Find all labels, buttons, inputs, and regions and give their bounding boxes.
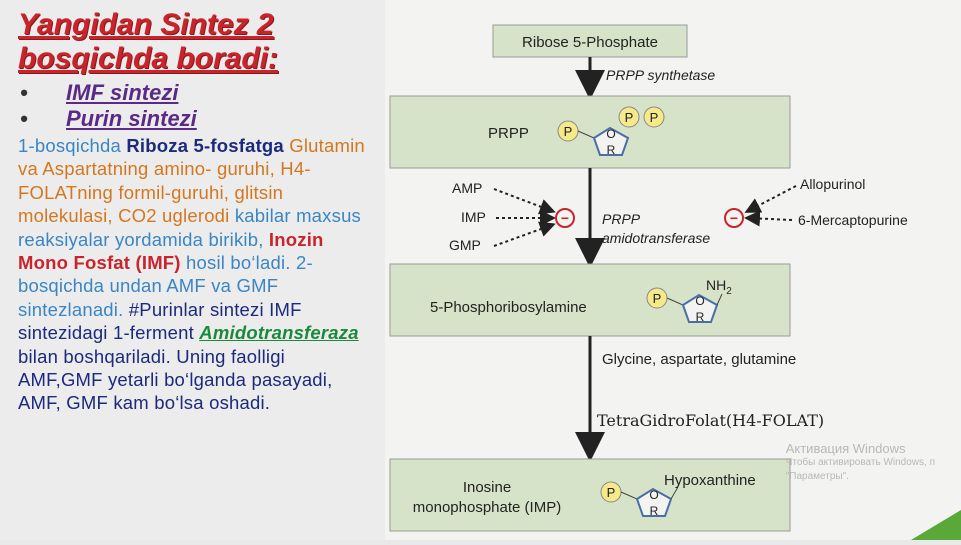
phosphate-label: P — [564, 124, 573, 139]
bullet-list: • IMF sintezi • Purin sintezi — [20, 80, 197, 132]
phosphate-label: P — [625, 110, 634, 125]
inhibit-arrow-mercaptopurine — [744, 210, 793, 227]
inhibit-minus-icon — [555, 208, 575, 228]
ribose-label: Ribose 5-Phosphate — [522, 34, 658, 51]
inhibit-minus-label: − — [561, 210, 569, 226]
bullet-imf: • IMF sintezi — [20, 80, 197, 106]
body-paragraph: 1-bosqichda Riboza 5-fosfatga Glutamin v… — [18, 134, 373, 415]
ring-r-label: R — [607, 143, 616, 157]
bullet-label: Purin sintezi — [66, 106, 197, 131]
bullet-dot: • — [20, 106, 28, 131]
decor-corner-bottom — [911, 510, 961, 540]
amine-bond — [716, 293, 723, 306]
ring-o-label: O — [606, 127, 615, 141]
substrates-label: Glycine, aspartate, glutamine — [602, 351, 796, 368]
pathway-diagram: Ribose 5-Phosphate PRPP synthetase PRPP … — [385, 0, 961, 540]
bullet-purin: • Purin sintezi — [20, 106, 197, 132]
body-text-9: bilan boshqariladi. Uning faolligi AMF,G… — [18, 345, 333, 414]
ribose-ring — [635, 487, 673, 517]
body-text-8: Amidotransferaza — [199, 322, 359, 344]
body-text-1: 1-bosqichda — [18, 135, 127, 156]
watermark-line-1: Активация Windows — [785, 441, 906, 456]
watermark-line-3: "Параметры". — [785, 471, 849, 482]
ring-r-label: R — [696, 310, 705, 324]
nh2-main: NH — [706, 277, 726, 293]
phosphate-label: P — [653, 291, 662, 306]
nh2-subscript: 2 — [726, 286, 732, 297]
pra-label: 5-Phosphoribosylamine — [430, 299, 587, 316]
allopurinol-label: Allopurinol — [800, 176, 865, 192]
inhibit-minus-icon — [724, 208, 744, 228]
phosphate-circle — [643, 106, 665, 128]
imp-label: IMP — [461, 209, 486, 225]
pra-box — [389, 263, 791, 337]
slide-title: Yangidan Sintez 2 bosqichda boradi: — [18, 8, 279, 75]
ring-o-label: O — [695, 294, 704, 308]
ribose-ring — [592, 126, 630, 156]
bullet-dot: • — [20, 80, 28, 105]
prpp-box — [389, 95, 791, 169]
inhibit-arrow-amp — [493, 188, 556, 215]
phosphate-circle — [618, 106, 640, 128]
body-text-2: Riboza 5-fosfatga — [126, 135, 284, 156]
body-text-3: Glutamin va Aspartatning amino- guruhi, … — [18, 135, 365, 227]
prpp-synthetase-label: PRPP synthetase — [606, 67, 715, 83]
mercaptopurine-label: 6-Mercaptopurine — [798, 212, 908, 228]
inhibit-arrow-gmp — [493, 221, 556, 247]
inhibit-minus-label: − — [730, 210, 738, 226]
gmp-label: GMP — [449, 237, 481, 253]
inhibit-arrow-allopurinol — [744, 185, 797, 213]
ring-r-label: R — [650, 504, 659, 518]
body-text-6: hosil bo‘ladi. 2-bosqichda undan AMF va … — [18, 252, 313, 320]
amp-label: AMP — [452, 180, 482, 196]
body-text-5: Inozin Mono Fosfat (IMF) — [18, 228, 324, 274]
imp-box — [389, 458, 791, 532]
folate-label: TetraGidroFolat(H4-FOLAT) — [597, 411, 824, 430]
ribose-bond — [577, 130, 595, 139]
watermark-line-2: Чтобы активировать Windows, п — [785, 457, 935, 468]
inosine-label-1: Inosine — [463, 479, 511, 496]
enzyme-label-2: amidotransferase — [602, 230, 710, 246]
phosphate-label: P — [607, 485, 616, 500]
pathway-svg: Ribose 5-Phosphate PRPP synthetase PRPP … — [389, 24, 908, 532]
hypoxanthine-label: Hypoxanthine — [664, 472, 756, 489]
body-text-7: #Purinlar sintezi IMF sintezidagi 1-ferm… — [18, 298, 302, 344]
bullet-label: IMF sintezi — [66, 80, 179, 105]
ribose-ring — [681, 293, 719, 323]
inosine-label-2: monophosphate (IMP) — [413, 499, 561, 516]
ring-o-label: O — [649, 488, 658, 502]
ribose-box — [492, 24, 688, 58]
body-text-4: kabilar maxsus reaksiyalar yordamida bir… — [18, 205, 362, 250]
phosphate-label: P — [650, 110, 659, 125]
windows-activation-watermark: Активация Windows Чтобы активировать Win… — [786, 442, 935, 484]
enzyme-label-1: PRPP — [602, 211, 641, 227]
base-bond — [670, 486, 679, 500]
prpp-label: PRPP — [488, 125, 529, 142]
nh2-label: NH2 — [706, 277, 732, 297]
ribose-bond — [666, 297, 684, 306]
ribose-bond — [620, 491, 638, 500]
